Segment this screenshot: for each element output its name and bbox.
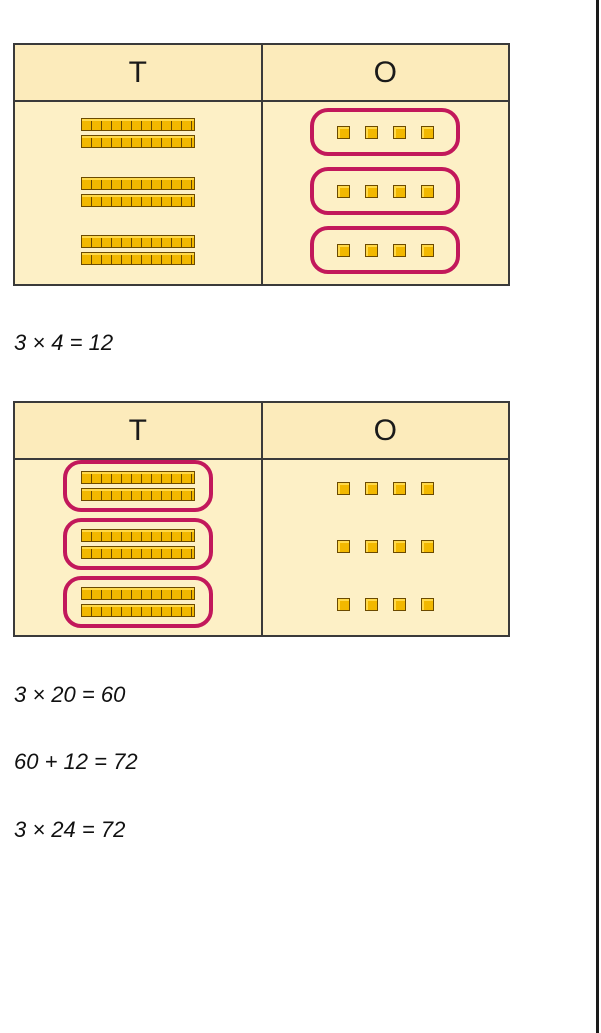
tens-group [63,170,213,214]
ones-cube [336,125,350,139]
equation-3: 60 + 12 = 72 [14,749,138,774]
ones-cube [392,243,406,257]
tens-rod [80,194,195,207]
ones-column [263,102,509,284]
tens-rod [80,529,195,542]
ringed-tens-group [62,518,213,570]
tens-rod [80,118,195,131]
ones-cube [364,243,378,257]
ones-column [263,460,509,635]
place-value-table-1: T O [13,43,510,286]
ones-cube [420,243,434,257]
tens-rod [80,235,195,248]
ringed-ones-group [310,226,461,274]
ringed-tens-group [62,576,213,628]
ones-cube [336,539,350,553]
ones-cube [364,539,378,553]
tens-group [63,228,213,272]
ones-cube [336,243,350,257]
ones-cube [364,125,378,139]
tens-rod [80,471,195,484]
ones-group [310,524,460,568]
table-header: T O [15,45,508,102]
tens-column [15,460,263,635]
tens-group [63,111,213,155]
tens-rod [80,546,195,559]
equation-1: 3 × 4 = 12 [14,330,114,355]
table-header: T O [15,403,508,460]
ringed-ones-group [310,167,461,215]
ones-cube [336,481,350,495]
tens-column [15,102,263,284]
ones-cube [420,481,434,495]
ones-cube [420,125,434,139]
tens-rod [80,135,195,148]
ones-cube [392,184,406,198]
equation-2: 3 × 20 = 60 [14,682,126,707]
ones-cube [392,539,406,553]
ringed-tens-group [62,460,213,512]
tens-rod [80,488,195,501]
tens-rod [80,604,195,617]
ringed-ones-group [310,108,461,156]
tens-rod [80,252,195,265]
ones-cube [392,597,406,611]
tens-rod [80,177,195,190]
ones-header: O [373,413,397,447]
ones-group [310,582,460,626]
ones-header: O [373,55,397,89]
ones-cube [336,184,350,198]
ones-cube [336,597,350,611]
ones-cube [364,184,378,198]
ones-cube [420,184,434,198]
ones-cube [364,597,378,611]
tens-header: T [15,45,263,100]
equation-4: 3 × 24 = 72 [14,817,126,842]
ones-cube [420,597,434,611]
place-value-table-2: T O [13,401,510,637]
tens-header: T [15,403,263,458]
ones-group [310,466,460,510]
ones-cube [392,125,406,139]
page-border [596,0,599,1033]
tens-rod [80,587,195,600]
ones-cube [392,481,406,495]
ones-cube [364,481,378,495]
ones-cube [420,539,434,553]
